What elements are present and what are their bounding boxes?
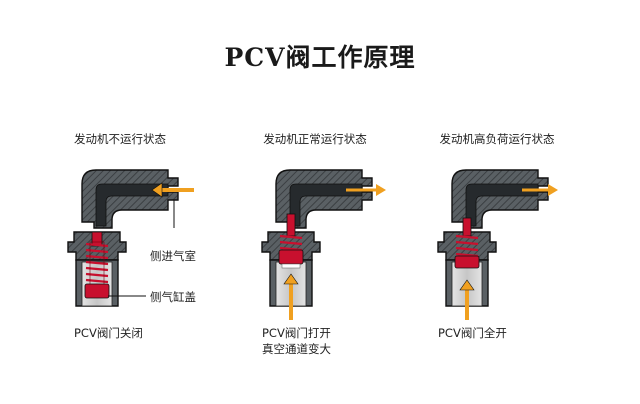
page-title: PCV阀工作原理 <box>224 43 416 72</box>
valve-panel-off <box>67 169 194 307</box>
valve-panel-high-load <box>437 169 558 320</box>
part-label-intake-side: 侧进气室 <box>150 249 196 263</box>
caption-high-load-line-1: PCV阀门全开 <box>438 326 507 340</box>
caption-off: PCV阀门关闭 <box>74 325 143 341</box>
state-label-off: 发动机不运行状态 <box>74 132 166 146</box>
caption-off-line-1: PCV阀门关闭 <box>74 326 143 340</box>
caption-normal-line-1: PCV阀门打开 <box>262 326 331 340</box>
valve-plunger-closed <box>84 231 110 299</box>
state-label-high-load: 发动机高负荷运行状态 <box>439 132 555 146</box>
caption-normal: PCV阀门打开 真空通道变大 <box>262 325 331 357</box>
valve-plunger-full <box>454 217 480 269</box>
caption-high-load: PCV阀门全开 <box>438 325 507 341</box>
valve-plunger-partial <box>278 213 304 269</box>
state-label-normal: 发动机正常运行状态 <box>263 132 367 146</box>
valve-panel-normal <box>261 169 386 320</box>
part-label-crankcase-cover: 侧气缸盖 <box>150 290 196 304</box>
caption-normal-line-2: 真空通道变大 <box>262 342 331 356</box>
